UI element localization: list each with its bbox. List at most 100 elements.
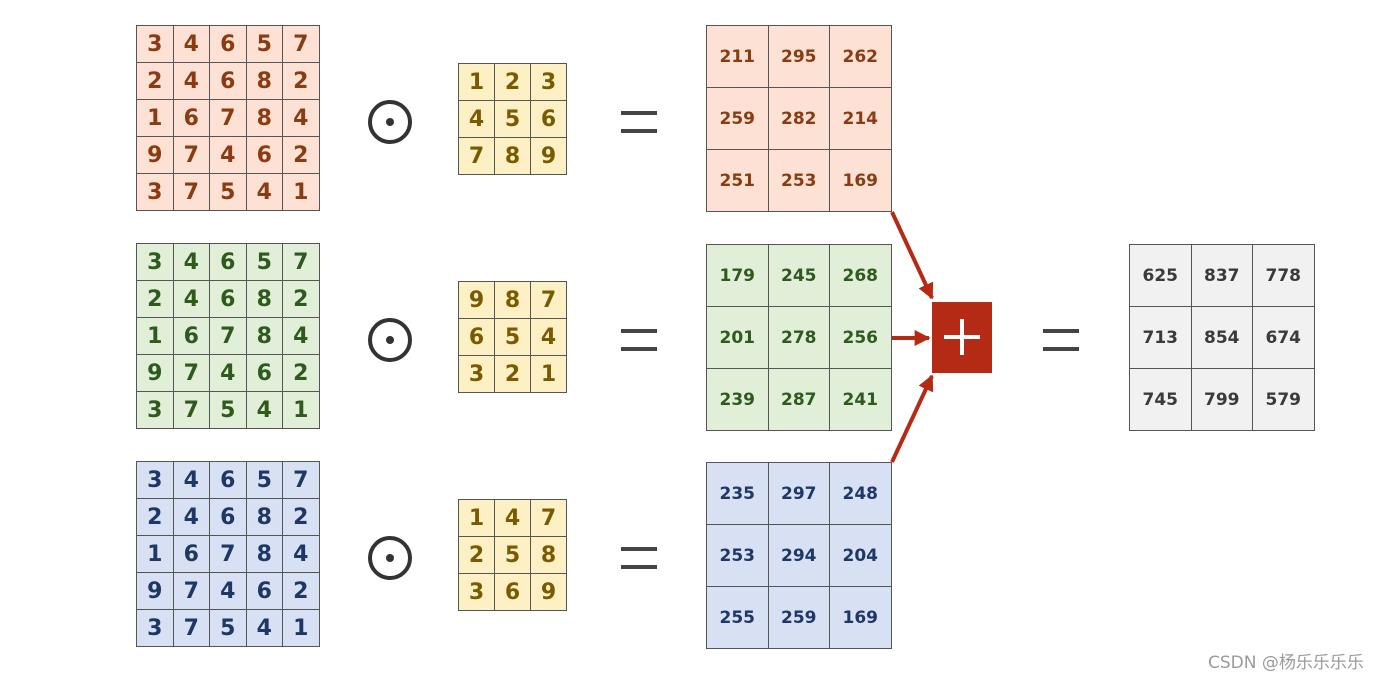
equals-icon xyxy=(621,111,657,133)
matrix-cell: 745 xyxy=(1129,368,1192,431)
matrix-cell: 6 xyxy=(245,354,283,392)
matrix-cell: 6 xyxy=(530,100,567,138)
matrix-cell: 3 xyxy=(136,173,174,211)
matrix-cell: 2 xyxy=(136,62,174,100)
matrix-cell: 9 xyxy=(530,137,567,175)
matrix-cell: 4 xyxy=(172,461,210,499)
matrix-cell: 7 xyxy=(530,281,567,319)
matrix-cell: 7 xyxy=(172,572,210,610)
matrix-cell: 7 xyxy=(209,99,247,137)
matrix-cell: 4 xyxy=(172,280,210,318)
matrix-cell: 262 xyxy=(829,25,892,88)
matrix-cell: 2 xyxy=(282,280,320,318)
matrix-cell: 1 xyxy=(282,173,320,211)
matrix-cell: 6 xyxy=(209,243,247,281)
matrix-cell: 6 xyxy=(458,318,495,356)
matrix-cell: 9 xyxy=(530,573,567,611)
matrix-cell: 259 xyxy=(706,87,769,150)
matrix-cell: 1 xyxy=(136,535,174,573)
matrix-cell: 1 xyxy=(282,391,320,429)
matrix-cell: 4 xyxy=(172,243,210,281)
matrix-cell: 7 xyxy=(209,317,247,355)
matrix-cell: 253 xyxy=(706,524,769,587)
matrix-cell: 235 xyxy=(706,462,769,525)
elementwise-product-icon xyxy=(368,100,412,144)
matrix-cell: 4 xyxy=(245,173,283,211)
matrix-cell: 4 xyxy=(172,498,210,536)
matrix-cell: 799 xyxy=(1190,368,1253,431)
matrix-cell: 837 xyxy=(1190,244,1253,307)
watermark: CSDN @杨乐乐乐乐 xyxy=(1208,653,1364,673)
matrix-cell: 5 xyxy=(494,100,531,138)
matrix-cell: 2 xyxy=(458,536,495,574)
matrix-cell: 3 xyxy=(136,25,174,63)
matrix-cell: 8 xyxy=(245,535,283,573)
matrix-cell: 4 xyxy=(458,100,495,138)
matrix-cell: 7 xyxy=(172,391,210,429)
matrix-cell: 7 xyxy=(172,354,210,392)
matrix-cell: 6 xyxy=(172,535,210,573)
matrix-cell: 245 xyxy=(767,244,830,307)
matrix-cell: 169 xyxy=(829,586,892,649)
matrix-cell: 7 xyxy=(458,137,495,175)
matrix-cell: 169 xyxy=(829,149,892,212)
matrix-cell: 6 xyxy=(172,99,210,137)
matrix-cell: 8 xyxy=(494,137,531,175)
equals-icon xyxy=(621,547,657,569)
matrix-cell: 241 xyxy=(829,368,892,431)
matrix-cell: 1 xyxy=(458,63,495,101)
matrix-cell: 268 xyxy=(829,244,892,307)
matrix-cell: 179 xyxy=(706,244,769,307)
matrix-cell: 3 xyxy=(530,63,567,101)
matrix-cell: 2 xyxy=(282,572,320,610)
matrix-cell: 294 xyxy=(767,524,830,587)
matrix-cell: 9 xyxy=(136,354,174,392)
matrix-cell: 1 xyxy=(282,609,320,647)
matrix-cell: 9 xyxy=(458,281,495,319)
matrix-cell: 8 xyxy=(245,280,283,318)
matrix-cell: 6 xyxy=(209,62,247,100)
matrix-cell: 674 xyxy=(1252,306,1315,369)
matrix-cell: 4 xyxy=(494,499,531,537)
matrix-cell: 4 xyxy=(530,318,567,356)
matrix-cell: 4 xyxy=(282,535,320,573)
matrix-cell: 6 xyxy=(245,136,283,174)
matrix-cell: 5 xyxy=(209,609,247,647)
matrix-cell: 4 xyxy=(282,99,320,137)
equals-icon xyxy=(621,329,657,351)
matrix-cell: 7 xyxy=(282,461,320,499)
matrix-cell: 854 xyxy=(1190,306,1253,369)
matrix-cell: 248 xyxy=(829,462,892,525)
matrix-cell: 4 xyxy=(209,572,247,610)
matrix-cell: 255 xyxy=(706,586,769,649)
matrix-cell: 3 xyxy=(458,355,495,393)
matrix-cell: 1 xyxy=(136,99,174,137)
matrix-cell: 5 xyxy=(209,391,247,429)
matrix-cell: 4 xyxy=(282,317,320,355)
